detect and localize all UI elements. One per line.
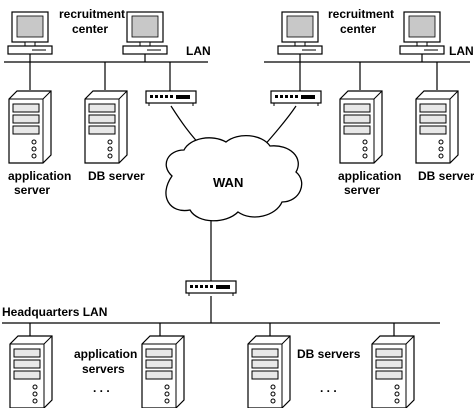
hq-db-servers-ellipsis: . . . [320, 381, 337, 395]
app-server-left-label-l1: application [8, 169, 71, 183]
hq-app-server-1 [9, 335, 53, 408]
workstation-right-2 [399, 11, 445, 55]
app-server-right-label-l1: application [338, 169, 401, 183]
app-server-left [8, 90, 52, 164]
app-server-left-label-l2: server [14, 183, 50, 197]
hub-right [270, 90, 322, 107]
db-server-right-label: DB server [418, 169, 474, 183]
db-server-left-label: DB server [88, 169, 145, 183]
workstation-right-1 [277, 11, 323, 55]
lan-left-label: LAN [186, 44, 211, 58]
wan-label: WAN [213, 175, 243, 190]
db-server-left [84, 90, 128, 164]
recruitment-center-left-l2: center [72, 22, 108, 36]
hq-db-server-2 [371, 335, 415, 408]
hq-db-servers-label: DB servers [297, 347, 361, 361]
db-server-right [415, 90, 459, 164]
workstation-left-1 [7, 11, 53, 55]
recruitment-center-left-l1: recruitment [59, 7, 125, 21]
hq-db-server-1 [247, 335, 291, 408]
hq-app-servers-label-l1: application [74, 347, 137, 361]
hq-app-servers-ellipsis: . . . [93, 381, 110, 395]
app-server-right [339, 90, 383, 164]
hub-headquarters [185, 280, 237, 297]
hq-app-server-2 [141, 335, 185, 408]
recruitment-center-right-l2: center [340, 22, 376, 36]
hq-app-servers-label-l2: servers [82, 362, 125, 376]
hub-left [145, 90, 197, 107]
lan-right-label: LAN [449, 44, 474, 58]
recruitment-center-right-l1: recruitment [328, 7, 394, 21]
app-server-right-label-l2: server [344, 183, 380, 197]
workstation-left-2 [122, 11, 168, 55]
wan-cloud-shape [165, 135, 303, 222]
hq-lan-label: Headquarters LAN [2, 305, 107, 319]
